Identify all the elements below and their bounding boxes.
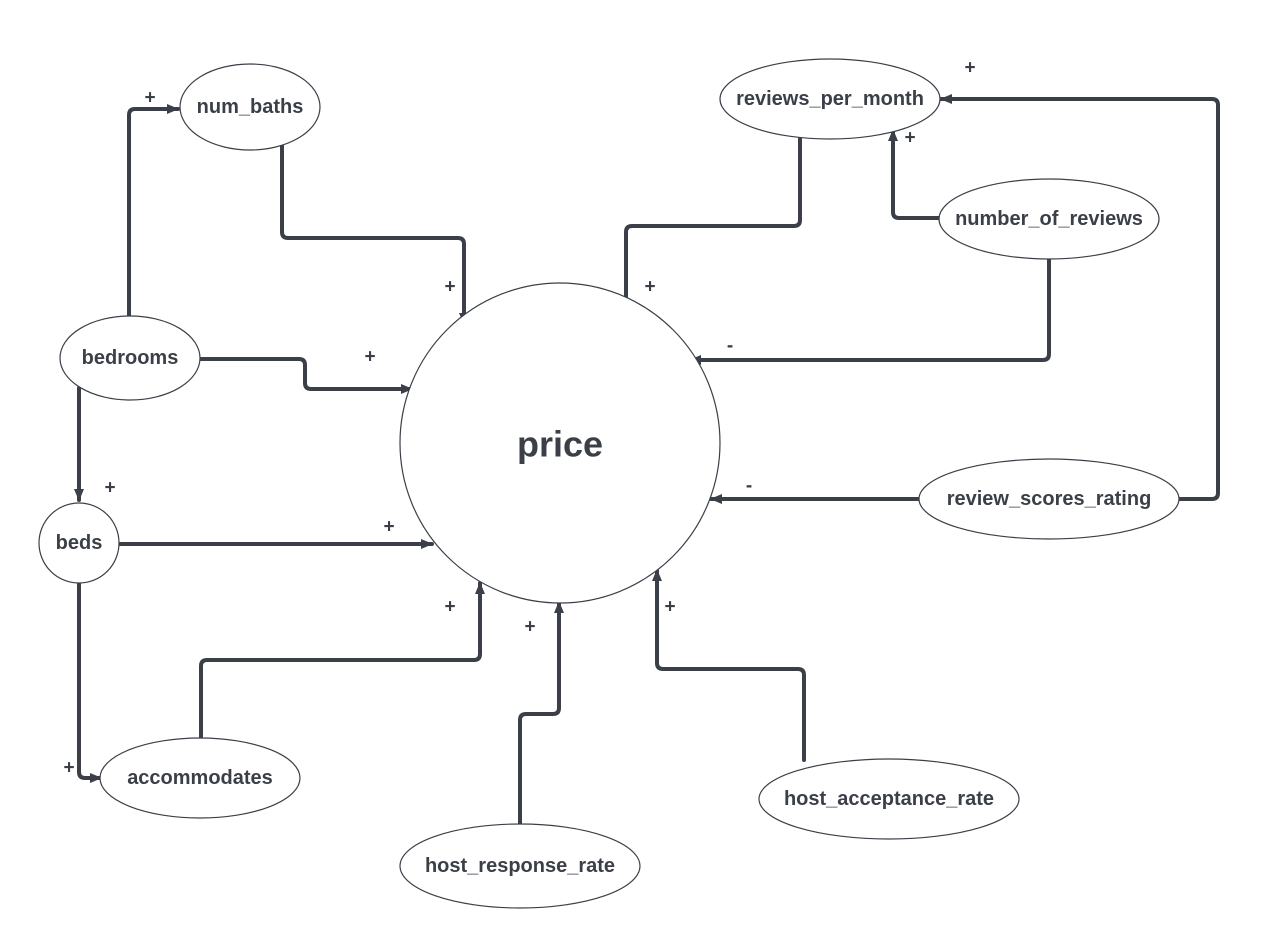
edge-host-acceptance-rate-to-price: [652, 568, 806, 762]
node-num-baths-label: num_baths: [197, 96, 304, 118]
node-beds: beds: [38, 502, 120, 584]
sign-review-scores-rating-reviews-per-month: +: [964, 58, 975, 79]
sign-number-of-reviews-price: -: [727, 336, 733, 357]
edge-reviews-per-month-to-price: [621, 137, 802, 314]
sign-beds-price: +: [383, 517, 394, 538]
node-accommodates-label: accommodates: [127, 767, 273, 789]
edges: [74, 94, 1220, 830]
edge-review-scores-rating-to-reviews-per-month: [939, 94, 1220, 501]
node-review-scores-rating-label: review_scores_rating: [947, 488, 1152, 510]
sign-bedrooms-price: +: [364, 347, 375, 368]
node-reviews-per-month-label: reviews_per_month: [736, 88, 924, 110]
node-accommodates: accommodates: [99, 737, 301, 819]
edge-beds-to-accommodates: [77, 582, 103, 783]
sign-reviews-per-month-price: +: [644, 277, 655, 298]
node-number-of-reviews-label: number_of_reviews: [955, 208, 1143, 230]
sign-host-response-rate-price: +: [524, 617, 535, 638]
nodes: price num_baths bedrooms beds accommodat…: [38, 58, 1180, 909]
node-bedrooms-label: bedrooms: [82, 347, 179, 369]
sign-bedrooms-beds: +: [104, 478, 115, 499]
node-host-response-rate: host_response_rate: [399, 823, 641, 909]
sign-review-scores-rating-price: -: [746, 476, 752, 497]
node-bedrooms: bedrooms: [59, 315, 201, 401]
sign-num-baths-price: +: [444, 277, 455, 298]
node-number-of-reviews: number_of_reviews: [938, 178, 1160, 260]
edge-number-of-reviews-to-reviews-per-month: [888, 128, 943, 220]
node-price-label: price: [517, 424, 603, 465]
node-review-scores-rating: review_scores_rating: [918, 458, 1180, 540]
sign-host-acceptance-rate-price: +: [664, 597, 675, 618]
node-num-baths: num_baths: [179, 63, 321, 151]
edge-bedrooms-to-num-baths: [127, 104, 180, 320]
edge-number-of-reviews-to-price: [688, 258, 1051, 365]
sign-accommodates-price: +: [444, 597, 455, 618]
sign-number-of-reviews-reviews-per-month: +: [904, 128, 915, 149]
sign-bedrooms-num-baths: +: [144, 88, 155, 109]
node-price: price: [399, 282, 721, 604]
edge-num-baths-to-price: [280, 143, 469, 326]
node-host-acceptance-rate: host_acceptance_rate: [758, 758, 1020, 840]
node-reviews-per-month: reviews_per_month: [719, 58, 941, 140]
sign-beds-accommodates: +: [63, 758, 74, 779]
edge-bedrooms-to-price: [197, 357, 414, 394]
node-host-acceptance-rate-label: host_acceptance_rate: [784, 788, 994, 810]
node-beds-label: beds: [56, 532, 103, 554]
edge-signs: + + + + + + + + + - + - + +: [63, 58, 975, 779]
edge-host-response-rate-to-price: [518, 600, 564, 830]
node-host-response-rate-label: host_response_rate: [425, 855, 615, 877]
edge-accommodates-to-price: [199, 581, 485, 743]
